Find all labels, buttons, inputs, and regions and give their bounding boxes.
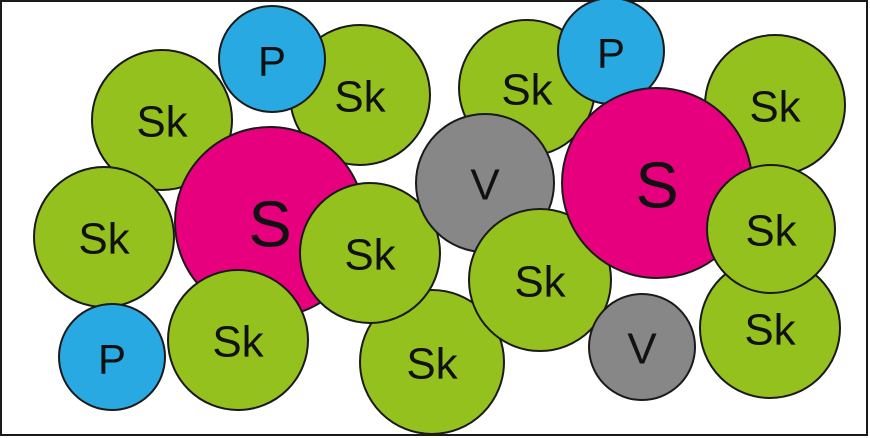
- sk-label: Sk: [514, 258, 566, 307]
- sk-label: Sk: [406, 340, 458, 389]
- p-node: P: [58, 303, 166, 411]
- sk-circle: [91, 49, 233, 191]
- sk-node: Sk: [468, 208, 612, 352]
- sk-label: Sk: [745, 207, 797, 256]
- s-label: S: [248, 188, 291, 261]
- sk-label: Sk: [344, 231, 396, 280]
- sk-node: Sk: [167, 269, 309, 411]
- v-node: V: [588, 293, 696, 401]
- sk-circle: [299, 182, 441, 324]
- sk-circle: [167, 269, 309, 411]
- sk-node: Sk: [33, 166, 175, 308]
- sk-circle: [468, 208, 612, 352]
- sk-label: Sk: [749, 83, 801, 132]
- p-circle: [58, 303, 166, 411]
- sk-node: Sk: [699, 257, 841, 399]
- p-circle: [218, 5, 326, 113]
- s-label: S: [635, 149, 678, 222]
- sk-node: Sk: [91, 49, 233, 191]
- sk-label: Sk: [78, 215, 130, 264]
- sk-circle: [706, 164, 836, 294]
- p-label: P: [597, 30, 625, 77]
- p-node: P: [557, 0, 665, 105]
- sk-node: Sk: [359, 289, 505, 435]
- sk-circle: [359, 289, 505, 435]
- v-circle: [588, 293, 696, 401]
- v-label: V: [627, 325, 657, 374]
- p-node: P: [218, 5, 326, 113]
- p-label: P: [258, 38, 286, 85]
- sk-label: Sk: [212, 318, 264, 367]
- sk-label: Sk: [334, 73, 386, 122]
- sk-node: Sk: [706, 164, 836, 294]
- p-label: P: [98, 336, 126, 383]
- s-node: S: [561, 87, 753, 279]
- sk-label: Sk: [501, 66, 553, 115]
- sk-node: Sk: [299, 182, 441, 324]
- sk-label: Sk: [136, 98, 188, 147]
- sk-label: Sk: [744, 306, 796, 355]
- v-label: V: [470, 161, 500, 210]
